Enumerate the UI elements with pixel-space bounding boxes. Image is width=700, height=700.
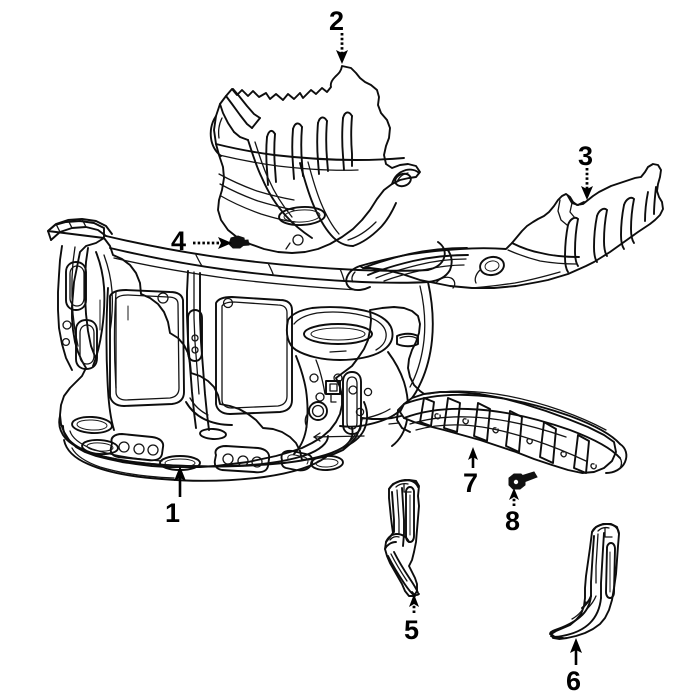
arrow-head-8	[509, 488, 519, 500]
part-5-left-front-fender-brace	[384, 479, 420, 597]
arrow-head-5	[409, 594, 419, 607]
callout-label-3: 3	[578, 141, 594, 171]
arrow-head-4	[218, 237, 232, 249]
callout-label-7: 7	[463, 468, 479, 498]
arrow-head-7	[468, 447, 478, 460]
part-4-shield-mounting-bolt	[228, 235, 250, 249]
part-8-bumper-mounting-bolt	[508, 471, 538, 490]
part-2-upper-engine-splash-shield	[209, 65, 421, 254]
arrow-head-3	[581, 186, 593, 200]
arrow-head-6	[570, 638, 582, 653]
callout-label-5: 5	[404, 615, 420, 645]
callout-label-2: 2	[329, 6, 345, 36]
part-6-right-front-fender-brace	[549, 523, 620, 640]
part-7-bumper-reinforcement-bar	[396, 390, 628, 474]
callout-label-4: 4	[171, 226, 187, 256]
arrow-head-2	[336, 50, 348, 64]
callout-label-8: 8	[505, 506, 521, 536]
callout-label-6: 6	[566, 666, 582, 696]
callout-label-1: 1	[165, 498, 181, 528]
arrow-head-1	[174, 466, 186, 481]
callout-leaders	[174, 33, 593, 665]
